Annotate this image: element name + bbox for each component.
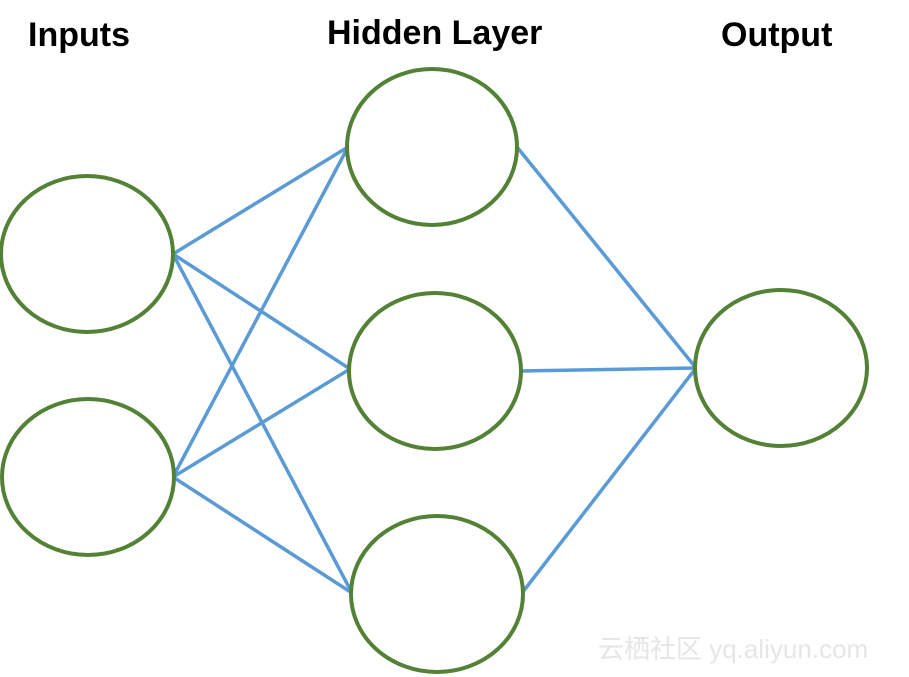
- inputs-layer-title: Inputs: [28, 16, 130, 54]
- output-layer-title: Output: [721, 16, 833, 54]
- edge-hidden2-output: [518, 366, 698, 373]
- edge-input2-hidden2: [171, 367, 352, 479]
- nodes: [0, 67, 869, 674]
- edge-input1-hidden1: [171, 145, 350, 256]
- watermark-text: 云栖社区 yq.aliyun.com: [598, 634, 869, 664]
- connections: [171, 145, 698, 595]
- hidden-node-2: [347, 291, 523, 451]
- hidden-node-1: [345, 67, 519, 227]
- edge-hidden3-output: [520, 366, 698, 595]
- output-node: [693, 288, 869, 448]
- edge-input2-hidden1: [171, 145, 350, 479]
- input-node-2: [0, 397, 176, 557]
- hidden-layer-title: Hidden Layer: [327, 14, 543, 52]
- hidden-node-3: [349, 514, 525, 674]
- edge-hidden1-output: [515, 145, 698, 370]
- input-node-1: [0, 174, 175, 334]
- edge-input2-hidden3: [171, 475, 354, 595]
